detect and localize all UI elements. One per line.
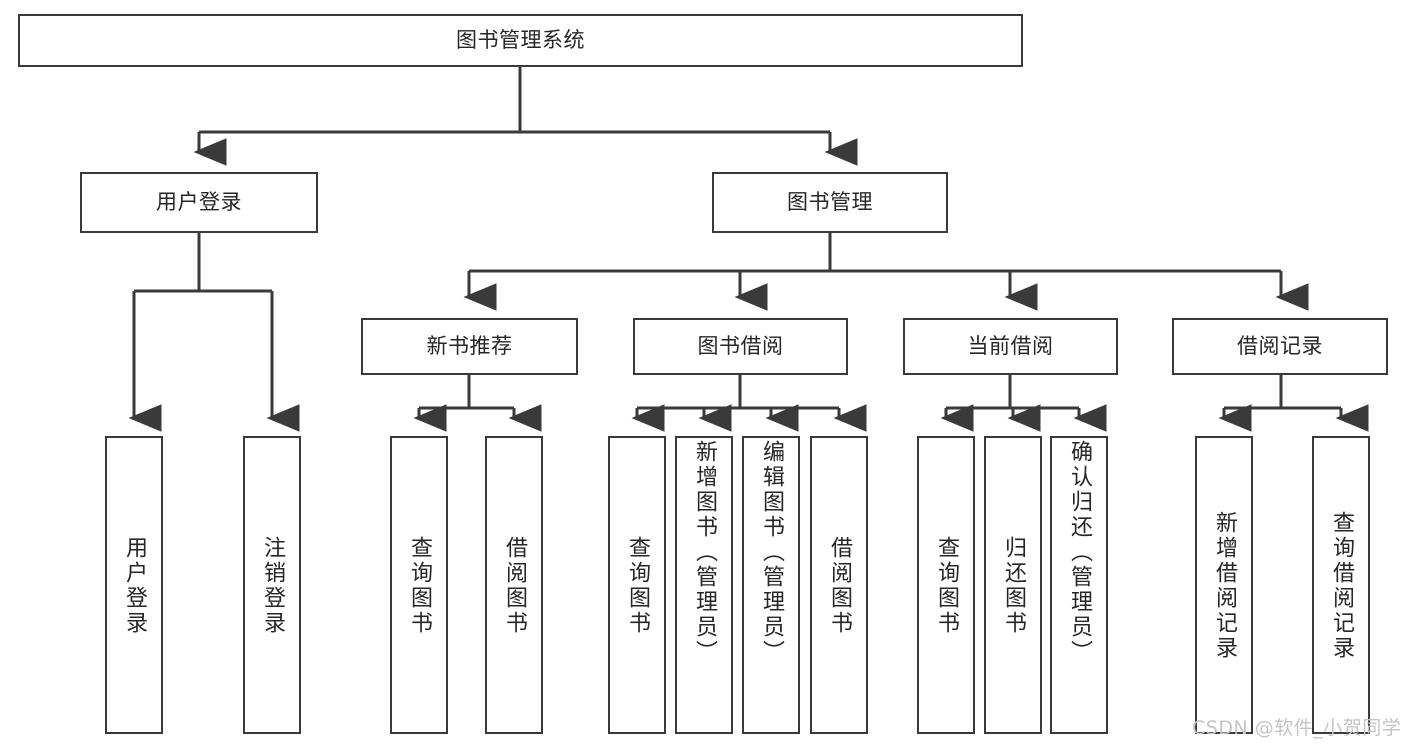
leaf-new-book-query-book-label: 查询图书	[407, 536, 432, 636]
leaf-book-borrow-add-book-admin-label: 新增图书（管理员）	[692, 440, 717, 665]
leaf-book-borrow-borrow-book[interactable]: 借阅图书	[810, 436, 868, 734]
node-current-borrow-label: 当前借阅	[967, 334, 1054, 359]
leaf-current-borrow-query-book-label: 查询图书	[934, 536, 959, 636]
leaf-new-book-borrow-book[interactable]: 借阅图书	[485, 436, 543, 734]
leaf-current-borrow-return-book-label: 归还图书	[1001, 536, 1026, 636]
leaf-book-borrow-add-book-admin[interactable]: 新增图书（管理员）	[675, 436, 733, 734]
leaf-book-borrow-query-book[interactable]: 查询图书	[608, 436, 666, 734]
leaf-current-borrow-confirm-return-admin-label: 确认归还（管理员）	[1067, 440, 1092, 665]
node-new-book-recommend[interactable]: 新书推荐	[361, 318, 578, 375]
leaf-borrow-record-add-record[interactable]: 新增借阅记录	[1195, 436, 1253, 734]
node-current-borrow[interactable]: 当前借阅	[903, 318, 1118, 375]
leaf-book-borrow-edit-book-admin-label: 编辑图书（管理员）	[759, 440, 784, 665]
node-borrow-record[interactable]: 借阅记录	[1172, 318, 1388, 375]
leaf-user-login-logout-label: 注销登录	[260, 536, 285, 636]
leaf-current-borrow-return-book[interactable]: 归还图书	[984, 436, 1042, 734]
leaf-book-borrow-borrow-book-label: 借阅图书	[827, 536, 852, 636]
leaf-book-borrow-edit-book-admin[interactable]: 编辑图书（管理员）	[742, 436, 800, 734]
leaf-new-book-query-book[interactable]: 查询图书	[390, 436, 448, 734]
leaf-user-login-login[interactable]: 用户登录	[105, 436, 163, 734]
node-book-borrow[interactable]: 图书借阅	[633, 318, 848, 375]
leaf-current-borrow-query-book[interactable]: 查询图书	[917, 436, 975, 734]
node-user-login-label: 用户登录	[156, 190, 242, 215]
node-book-management[interactable]: 图书管理	[712, 172, 948, 233]
leaf-user-login-login-label: 用户登录	[122, 536, 147, 636]
leaf-current-borrow-confirm-return-admin[interactable]: 确认归还（管理员）	[1050, 436, 1108, 734]
leaf-user-login-logout[interactable]: 注销登录	[243, 436, 301, 734]
leaf-borrow-record-query-record-label: 查询借阅记录	[1329, 511, 1354, 661]
leaf-book-borrow-query-book-label: 查询图书	[625, 536, 650, 636]
node-root-label: 图书管理系统	[456, 28, 585, 53]
node-book-borrow-label: 图书借阅	[697, 334, 784, 359]
node-book-management-label: 图书管理	[787, 190, 873, 215]
node-new-book-recommend-label: 新书推荐	[426, 334, 513, 359]
node-root-book-management-system[interactable]: 图书管理系统	[18, 14, 1023, 67]
node-borrow-record-label: 借阅记录	[1237, 334, 1323, 359]
node-user-login[interactable]: 用户登录	[80, 172, 318, 233]
csdn-watermark: CSDN @软件_小贺同学	[1192, 717, 1402, 739]
leaf-new-book-borrow-book-label: 借阅图书	[502, 536, 527, 636]
leaf-borrow-record-add-record-label: 新增借阅记录	[1212, 511, 1237, 661]
leaf-borrow-record-query-record[interactable]: 查询借阅记录	[1312, 436, 1370, 734]
